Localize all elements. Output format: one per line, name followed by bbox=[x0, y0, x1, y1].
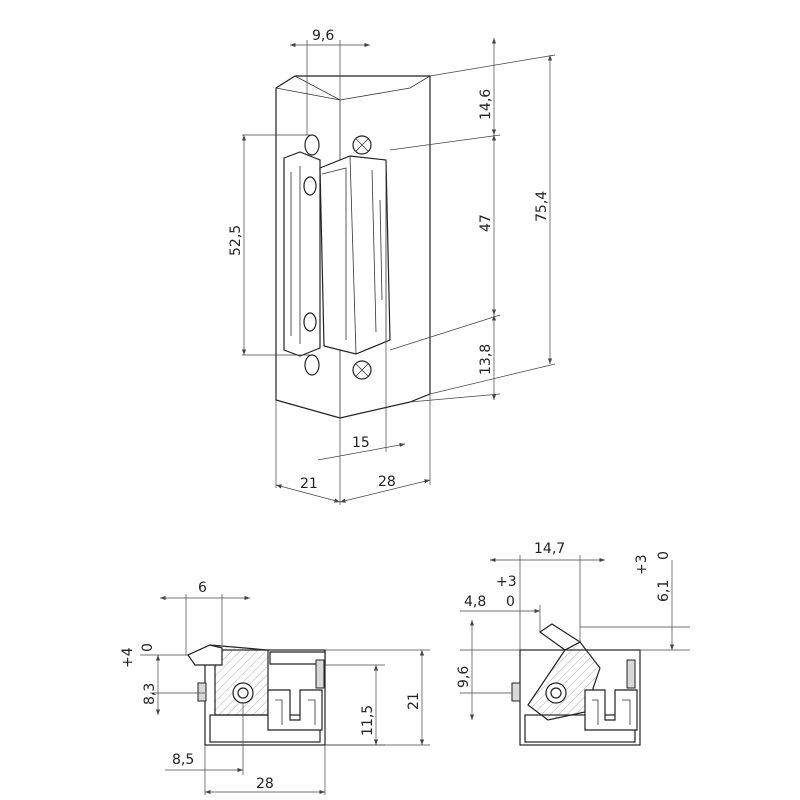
dim-left-tol-zero: 0 bbox=[140, 643, 156, 652]
front-dimensions: 9,6 14,6 47 13,8 75,4 52,5 15 bbox=[228, 28, 556, 505]
dim-right-tol-plus-right: +3 bbox=[634, 554, 650, 575]
dim-left-top: 6 bbox=[198, 580, 207, 596]
side-right-dimensions: 14,7 +3 0 4,8 +3 0 6,1 9,6 bbox=[456, 541, 690, 720]
dim-left-height: 8,3 bbox=[142, 683, 158, 705]
dim-left-tol-plus: +4 bbox=[120, 647, 136, 668]
dim-front-latch-height: 47 bbox=[478, 214, 494, 232]
dim-right-tol-zero-top: 0 bbox=[506, 594, 515, 610]
dim-left-total-width: 28 bbox=[256, 776, 274, 792]
dim-right-tol-plus-top: +3 bbox=[496, 574, 517, 590]
dim-left-inner-height: 11,5 bbox=[360, 705, 376, 736]
side-left-dimensions: 6 +4 0 8,3 11,5 21 8,5 28 bbox=[120, 580, 430, 795]
dim-left-total-height: 21 bbox=[406, 692, 422, 710]
dim-left-bottom-offset: 8,5 bbox=[172, 752, 194, 768]
dim-right-inner-offset: 4,8 bbox=[464, 594, 486, 610]
dim-front-left-span: 52,5 bbox=[228, 225, 244, 256]
dim-front-top-width: 9,6 bbox=[312, 28, 334, 44]
dim-front-width-left: 21 bbox=[300, 476, 318, 492]
dim-front-top-height: 14,6 bbox=[478, 89, 494, 120]
side-view-right bbox=[511, 623, 641, 746]
latch-recess bbox=[283, 151, 321, 357]
side-view-left bbox=[186, 644, 326, 746]
dim-right-value: 6,1 bbox=[656, 580, 672, 602]
dim-right-tol-zero-right: 0 bbox=[656, 551, 672, 560]
dim-front-width-right: 28 bbox=[378, 474, 396, 490]
mounting-hole-bottom-left bbox=[304, 354, 320, 376]
front-view bbox=[275, 75, 431, 419]
dim-right-top-width: 14,7 bbox=[534, 541, 565, 557]
dim-right-left-height: 9,6 bbox=[456, 666, 472, 688]
dim-front-total-height: 75,4 bbox=[534, 191, 550, 222]
mounting-hole-top-left bbox=[304, 134, 320, 156]
dim-front-bottom-height: 13,8 bbox=[478, 344, 494, 375]
dim-front-latch-depth: 15 bbox=[352, 435, 370, 451]
